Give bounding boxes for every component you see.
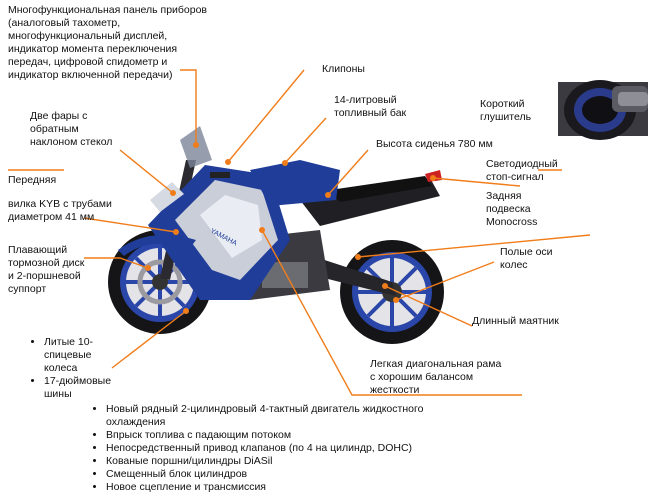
list-item: 17-дюймовые шины	[44, 375, 111, 401]
label-fuel-tank: 14-литровый топливный бак	[334, 94, 407, 119]
list-item: Новый рядный 2-цилиндровый 4-тактный дви…	[106, 403, 423, 429]
list-item: Кованые поршни/цилиндры DiASil	[106, 455, 423, 468]
label-headlights: Две фары с обратным наклоном стекол	[30, 110, 113, 148]
label-diagonal-frame: Легкая диагональная рама с хорошим балан…	[370, 358, 502, 396]
label-dashboard: Многофункциональная панель приборов (ана…	[8, 4, 208, 81]
list-item: Впрыск топлива с падающим потоком	[106, 429, 423, 442]
list-item: Литые 10- спицевые колеса	[44, 336, 111, 375]
wheels-list: Литые 10- спицевые колеса 17-дюймовые ши…	[30, 336, 111, 401]
label-front-fork: вилка KYB с трубами диаметром 41 мм	[8, 198, 112, 223]
label-swingarm: Длинный маятник	[472, 315, 559, 327]
label-floating-disc: Плавающий тормозной диск и 2-поршневой с…	[8, 244, 85, 295]
label-rear-suspension: Задняя подвеска Monocross	[486, 190, 538, 228]
label-seat-height: Высота сиденья 780 мм	[376, 138, 493, 150]
engine-features-list: Новый рядный 2-цилиндровый 4-тактный дви…	[92, 403, 423, 494]
label-clipons: Клипоны	[322, 63, 365, 75]
label-short-muffler: Короткий глушитель	[480, 98, 532, 123]
list-item: Новое сцепление и трансмиссия	[106, 481, 423, 494]
label-hollow-axles: Полые оси колес	[500, 246, 553, 271]
label-led-brakelight: Светодиодный стоп-сигнал	[486, 158, 558, 183]
label-front-fork-title: Передняя	[8, 174, 57, 186]
muffler-inset-photo	[558, 80, 648, 140]
list-item: Смещенный блок цилиндров	[106, 468, 423, 481]
list-item: Непосредственный привод клапанов (по 4 н…	[106, 442, 423, 455]
